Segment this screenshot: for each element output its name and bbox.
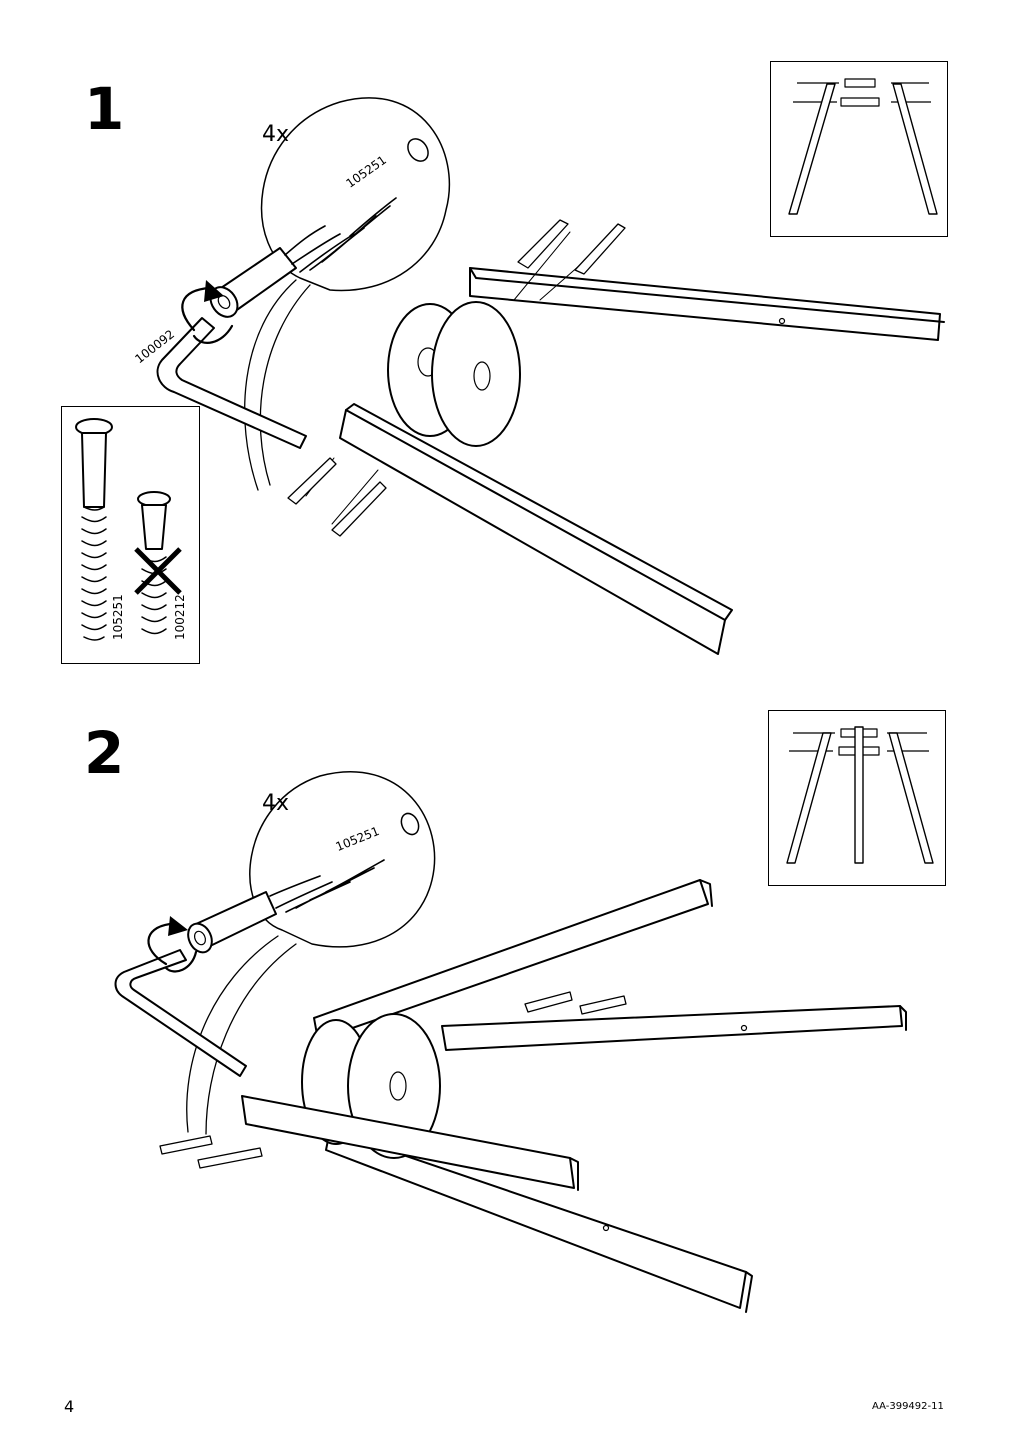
step-1-screw-zoom <box>156 138 429 449</box>
screw-comparison-inset <box>61 406 200 664</box>
step-1-number: 1 <box>84 75 125 143</box>
screw-comparison-diagram <box>75 418 182 641</box>
rotate-arrow-icon <box>147 916 198 973</box>
overview-diagram-1 <box>788 78 938 215</box>
cross-mark-icon <box>134 547 182 595</box>
compare-correct-part-number: 105251 <box>111 594 125 640</box>
overview-diagram-2 <box>786 726 934 864</box>
allen-key-icon <box>156 317 307 449</box>
document-code: AA-399492-11 <box>872 1401 944 1412</box>
page-number: 4 <box>64 1397 75 1416</box>
step-1-detail-bubble <box>244 97 451 491</box>
rotate-arrow-icon <box>181 280 234 344</box>
step-2-detail-bubble <box>186 771 436 1135</box>
allen-key-icon <box>114 949 247 1077</box>
step-1-assembly <box>287 219 945 655</box>
step-2-quantity: 4x <box>262 791 290 816</box>
step-1-overview-inset <box>770 61 948 237</box>
compare-wrong-part-number: 100212 <box>173 594 187 640</box>
step-2-number: 2 <box>84 719 125 787</box>
step-2-assembly <box>159 879 907 1313</box>
step-2-screw-zoom <box>114 812 420 1077</box>
screw-icon <box>187 812 420 954</box>
step-2-overview-inset <box>768 710 946 886</box>
step-1-quantity: 4x <box>262 122 290 147</box>
